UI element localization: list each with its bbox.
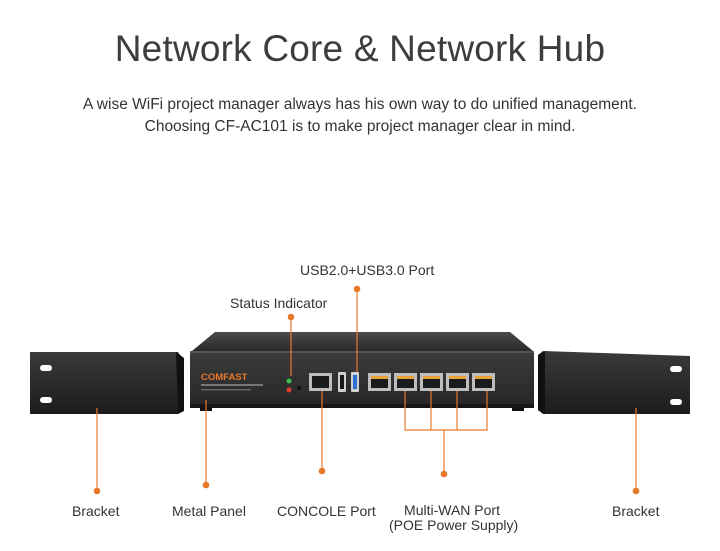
multi-wan-label-line-2: (POE Power Supply): [389, 517, 519, 533]
brand-logo: COMFAST: [201, 372, 248, 383]
left-bracket: [30, 352, 184, 414]
lan-port: [368, 373, 391, 391]
console-port: [309, 373, 332, 391]
multi-wan-label-line-1: Multi-WAN Port: [404, 502, 500, 518]
metal-panel-dot: [202, 481, 210, 489]
usb-dot: [353, 285, 361, 293]
bracket-left-label: Bracket: [72, 503, 120, 519]
wan-bracket-line: [404, 391, 488, 431]
page-title: Network Core & Network Hub: [114, 28, 606, 69]
multi-wan-label: Multi-WAN Port (POE Power Supply): [389, 502, 519, 533]
bracket-hole: [40, 365, 52, 371]
wan-port-1: [394, 373, 417, 391]
status-led-red: [286, 387, 292, 393]
console-port-label: CONCOLE Port: [277, 503, 376, 519]
bracket-left-dot: [93, 487, 101, 495]
console-dot: [318, 467, 326, 475]
right-bracket: [538, 351, 690, 414]
callout-lines: [96, 290, 637, 490]
status-dot: [287, 313, 295, 321]
callout-dots: [93, 285, 640, 495]
wan-port-3: [446, 373, 469, 391]
reset-button: [297, 386, 301, 390]
subtitle-line-2: Choosing CF-AC101 is to make project man…: [144, 118, 576, 135]
bracket-hole: [670, 399, 682, 405]
subtitle-line-1: A wise WiFi project manager always has h…: [83, 96, 637, 113]
bracket-hole: [40, 397, 52, 403]
status-indicator-label: Status Indicator: [230, 295, 328, 311]
bracket-right-label: Bracket: [612, 503, 660, 519]
bracket-right-dot: [632, 487, 640, 495]
wan-port-4: [472, 373, 495, 391]
model-text-line: [201, 384, 263, 386]
ac-controller-device: COMFAST: [190, 332, 534, 411]
metal-panel-label: Metal Panel: [172, 503, 246, 519]
bracket-hole: [670, 366, 682, 372]
usb-port-label: USB2.0+USB3.0 Port: [300, 262, 435, 278]
wan-port-2: [420, 373, 443, 391]
wan-dot: [440, 470, 448, 478]
status-led-green: [286, 378, 292, 384]
model-text-line: [201, 389, 251, 391]
